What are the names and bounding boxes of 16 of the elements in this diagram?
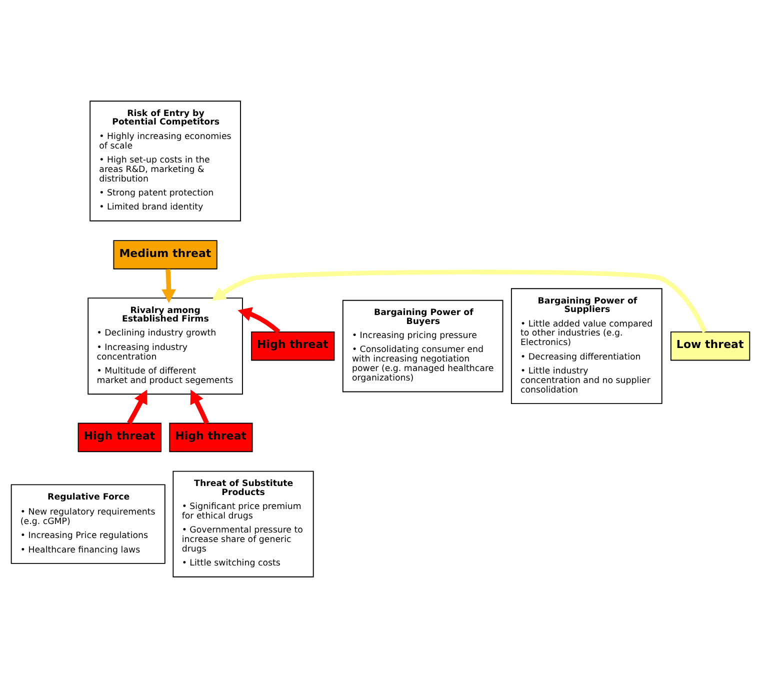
- node-box: Medium threat: [113, 240, 218, 269]
- arrow: [162, 268, 176, 303]
- node-box: High threat: [169, 422, 253, 452]
- node-box: Threat of Substitute Products • Significant price premium for ethical drugs • Governmental pressure to increase share of generic drugs • Little switching costs: [172, 470, 314, 577]
- node-box: High threat: [251, 330, 335, 360]
- node-box: Risk of Entry by Potential Competitors • Highly increasing economies of scale • High set-up costs in the areas R&D, marketing & distribution • Strong patent protection • Limited brand identity: [90, 100, 241, 221]
- node-box: Bargaining Power of Suppliers • Little added value compared to other industries (e.g. Electronics) • Decreasing differentiation • Little industry concentration and no supplier consolidation: [510, 288, 662, 404]
- node-box: Bargaining Power of Buyers • Increasing pricing pressure • Consolidating consumer end with increasing negotiation power (e.g. managed healthcare organizations): [342, 299, 504, 392]
- arrow: [212, 269, 707, 332]
- arrow: [127, 389, 148, 424]
- arrow: [238, 306, 280, 334]
- node-box: Rivalry among Established Firms • Declining industry growth • Increasing industry concentration • Multitude of different market and product segements: [88, 297, 243, 394]
- arrow: [190, 389, 209, 424]
- node-box: Regulative Force • New regulatory requirements (e.g. cGMP) • Increasing Price regulations • Healthcare financing laws: [10, 484, 166, 564]
- node-box: High threat: [78, 422, 162, 452]
- node-box: Low threat: [670, 330, 750, 360]
